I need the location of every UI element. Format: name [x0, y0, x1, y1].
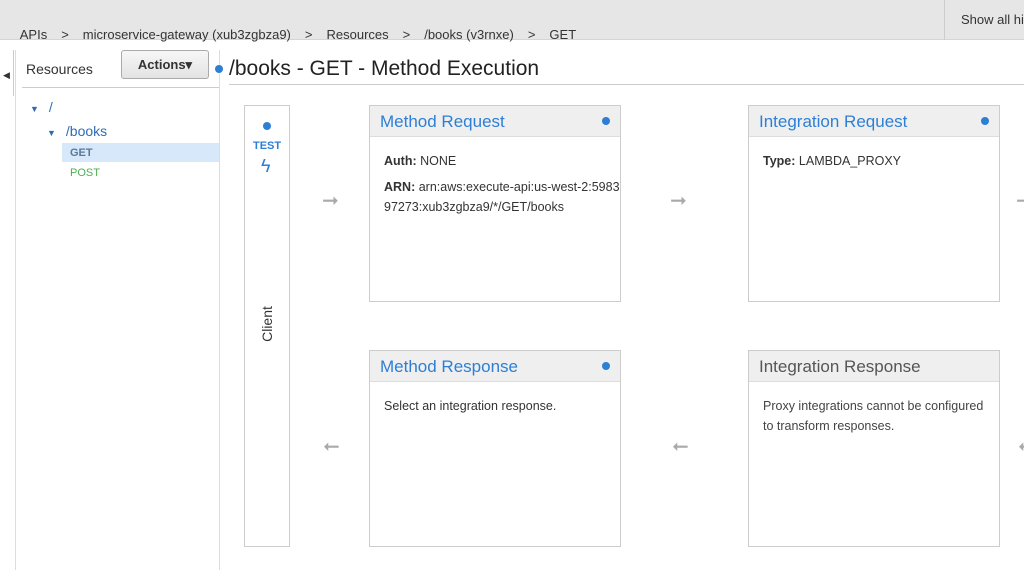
arrow-right-icon: ➞	[1016, 188, 1024, 213]
tree-label: /books	[65, 123, 108, 139]
caret-down-icon: ▼	[47, 128, 56, 138]
info-dot-icon[interactable]	[602, 117, 610, 125]
integration-request-link[interactable]: Integration Request	[749, 106, 999, 137]
type-value: LAMBDA_PROXY	[798, 154, 902, 168]
crumb-resources[interactable]: Resources	[326, 27, 389, 42]
actions-button[interactable]: Actions▾	[121, 50, 209, 79]
crumb-sep: >	[304, 27, 313, 42]
tree-item-get[interactable]: GET	[62, 143, 219, 162]
integration-request-box: Integration Request Type: LAMBDA_PROXY	[748, 105, 1000, 302]
info-dot-icon[interactable]	[263, 122, 271, 130]
lightning-icon[interactable]: ϟ	[261, 156, 271, 176]
client-label: Client	[259, 306, 275, 342]
arrow-right-icon: ➞	[670, 190, 687, 212]
box-title[interactable]: Method Request	[380, 112, 505, 131]
tree-item-root[interactable]: ▼/	[30, 99, 53, 115]
breadcrumb: APIs > microservice-gateway (xub3zgbza9) > R…	[6, 12, 590, 57]
arrow-right-icon: ➞	[322, 190, 339, 212]
show-all-hints-button[interactable]: Show all hints	[944, 0, 1024, 40]
method-request-box: Method Request Auth: NONE ARN: arn:aws:e…	[369, 105, 621, 302]
box-text: Select an integration response.	[384, 399, 557, 413]
divider	[219, 50, 220, 570]
divider	[229, 84, 1024, 85]
integration-response-box: Integration Response Proxy integrations …	[748, 350, 1000, 547]
method-response-box: Method Response Select an integration re…	[369, 350, 621, 547]
crumb-sep: >	[61, 27, 69, 42]
auth-label: Auth:	[384, 154, 417, 168]
crumb-books[interactable]: /books (v3rnxe)	[424, 27, 514, 42]
top-bar: APIs > microservice-gateway (xub3zgbza9) > R…	[0, 0, 1024, 42]
box-text: Proxy integrations cannot be configured …	[763, 399, 984, 433]
tree-item-post[interactable]: POST	[70, 167, 100, 179]
info-dot-icon[interactable]	[215, 65, 223, 73]
arn-label: ARN:	[384, 180, 416, 194]
resources-title: Resources	[26, 61, 93, 77]
auth-value: NONE	[420, 154, 457, 168]
crumb-get: GET	[549, 27, 577, 42]
tree-item-books[interactable]: ▼ /books	[47, 123, 107, 139]
box-title[interactable]: Integration Request	[759, 112, 908, 131]
page-title: /books - GET - Method Execution	[229, 57, 540, 80]
test-button[interactable]: TEST	[253, 140, 282, 152]
arrow-left-icon: ➞	[323, 436, 340, 458]
tree-label: /	[48, 99, 53, 115]
caret-left-icon: ◀	[3, 70, 10, 80]
method-response-link[interactable]: Method Response	[370, 351, 620, 382]
arrow-left-icon: ➞	[1018, 434, 1024, 459]
integration-response-header: Integration Response	[749, 351, 999, 382]
arn-value: arn:aws:execute-api:us-west-2:5983079972…	[384, 180, 620, 214]
crumb-apis[interactable]: APIs	[19, 27, 48, 42]
crumb-sep: >	[527, 27, 536, 42]
box-title: Integration Response	[759, 357, 921, 376]
info-dot-icon[interactable]	[602, 362, 610, 370]
method-request-link[interactable]: Method Request	[370, 106, 620, 137]
crumb-sep: >	[402, 27, 411, 42]
client-panel: TEST ϟ Client	[244, 105, 290, 547]
collapse-nav-button[interactable]: ◀	[0, 50, 14, 96]
divider	[22, 87, 219, 88]
info-dot-icon[interactable]	[981, 117, 989, 125]
caret-down-icon: ▼	[30, 104, 39, 114]
divider	[15, 50, 16, 570]
crumb-api[interactable]: microservice-gateway (xub3zgbza9)	[82, 27, 291, 42]
type-label: Type:	[763, 154, 796, 168]
arrow-left-icon: ➞	[672, 436, 689, 458]
box-title[interactable]: Method Response	[380, 357, 518, 376]
